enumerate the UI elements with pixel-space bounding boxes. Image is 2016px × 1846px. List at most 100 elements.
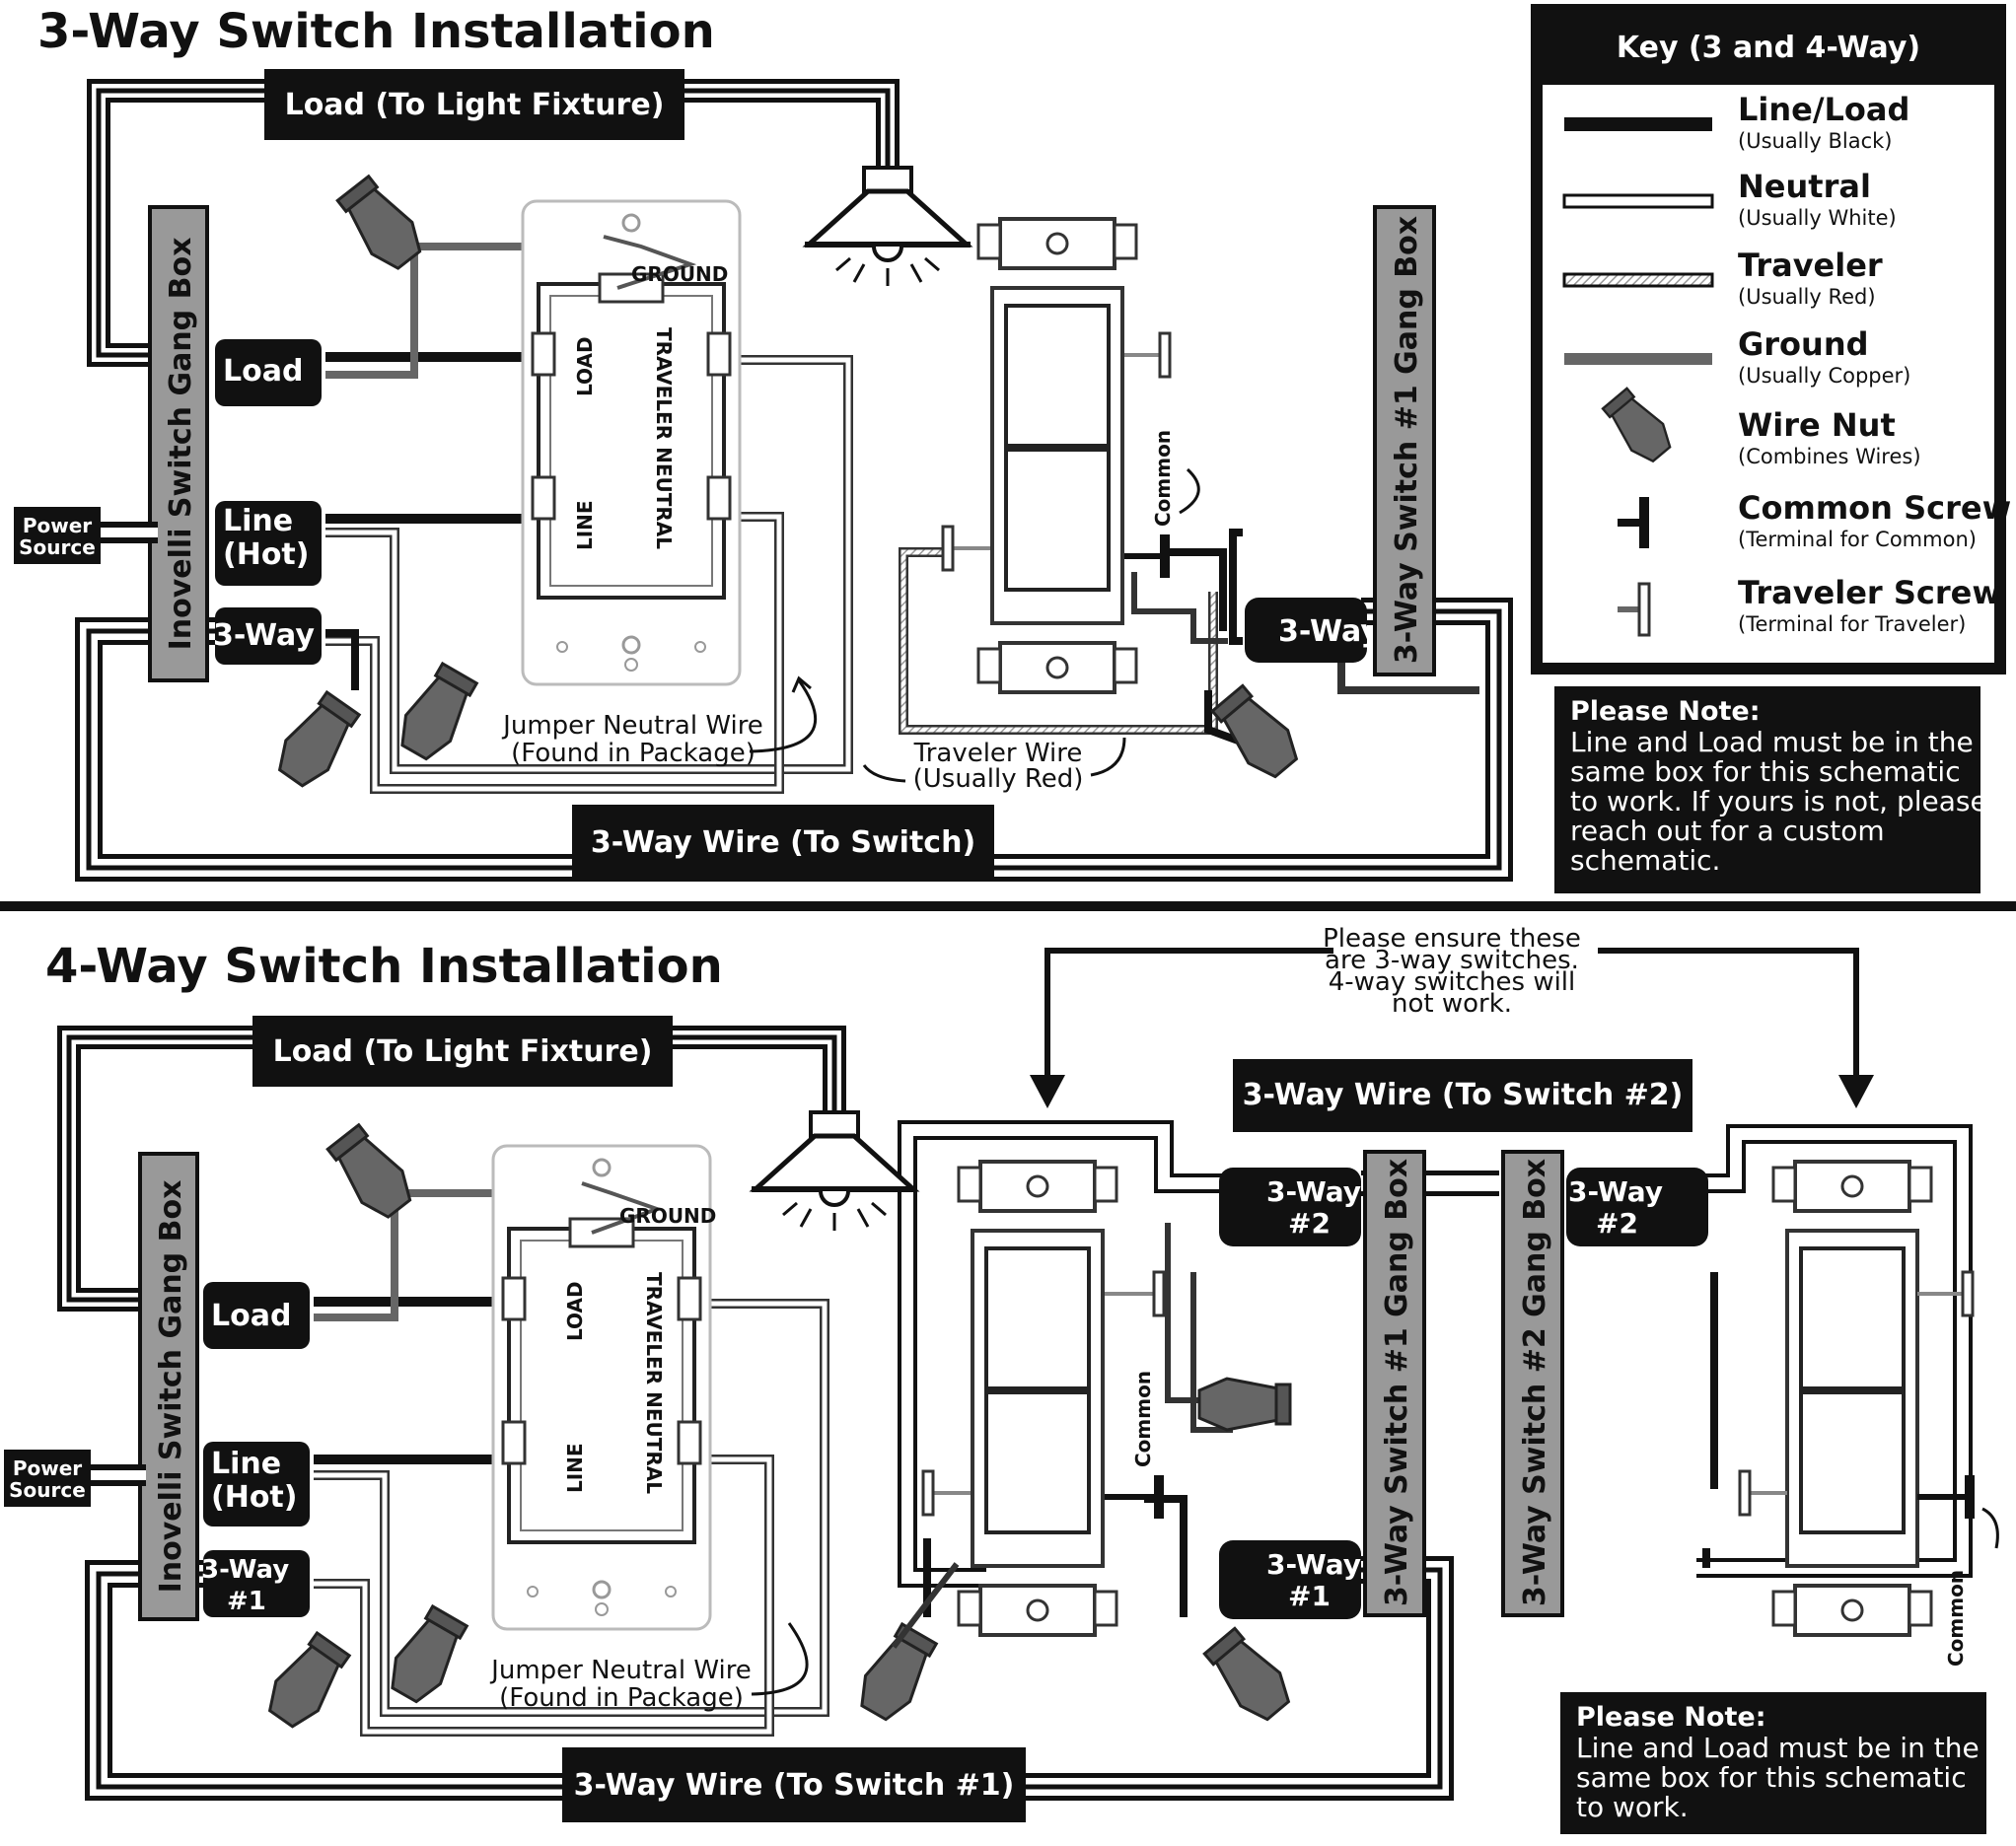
threeway-2-tag-label: 3-Way: [1266, 1175, 1361, 1208]
section-divider: [0, 901, 2016, 911]
threeway-c-tag: [1566, 1168, 1708, 1246]
switch2-gang-box: [1501, 1150, 1564, 1617]
key-item-common-screw-desc: (Terminal for Common): [1738, 528, 1977, 551]
power-source-label: Power: [13, 1456, 82, 1480]
load-wire-bundle: [57, 1026, 846, 1312]
wire-nut-icon: [321, 1119, 421, 1227]
jumper-note: Jumper Neutral Wire: [501, 711, 763, 741]
threeway-2-tag: [1219, 1168, 1361, 1246]
jumper-note-sub: (Found in Package): [499, 1683, 744, 1713]
key-item-line-load: Line/Load: [1738, 91, 1909, 128]
note-top-line: schematic.: [1570, 844, 1720, 877]
line-tag-label: Line: [211, 1447, 281, 1481]
ensure-note: are 3-way switches.: [1325, 946, 1579, 975]
key-item-common-screw: Common Screw: [1738, 489, 2011, 527]
note-bottom: Please Note: Line and Load must be in th…: [1560, 1692, 1986, 1834]
threeway-1-tag: [1219, 1540, 1361, 1619]
key-item-traveler-screw-desc: (Terminal for Traveler): [1738, 612, 1966, 636]
common-label: Common: [1131, 1371, 1155, 1467]
common-screw-icon: [1618, 497, 1649, 548]
common-label: Common: [1151, 430, 1175, 527]
power-source-box: [4, 1450, 91, 1507]
power-source-box: [14, 507, 101, 564]
key-item-traveler: Traveler: [1738, 247, 1883, 284]
wire-nut-icon: [849, 1619, 944, 1728]
key-item-wire-nut: Wire Nut: [1738, 406, 1896, 444]
traveler-screw-icon: [1618, 582, 1651, 637]
load-terminal-label: LOAD: [573, 336, 597, 396]
switch1-wire-banner-label: 3-Way Wire (To Switch #1): [574, 1768, 1015, 1803]
light-fixture-icon: [752, 1112, 917, 1231]
key-item-neutral-desc: (Usually White): [1738, 206, 1897, 230]
remote-switch-2: [1771, 1160, 1933, 1637]
common-screw-icon: [1160, 534, 1170, 578]
threeway-tag-label: 3-Way: [201, 1555, 289, 1585]
note-top-line: to work. If yours is not, please: [1570, 785, 1987, 817]
threeway-tag: [203, 1550, 310, 1617]
remote-gang-box-label: 3-Way Switch #1 Gang Box: [1390, 216, 1424, 664]
switch1-wire-banner: [562, 1747, 1026, 1822]
note-top: Please Note: Line and Load must be in th…: [1554, 686, 1987, 893]
wire-nut-icon: [258, 1627, 356, 1736]
traveler-screw-icon: [941, 525, 955, 572]
note-top-line: reach out for a custom: [1570, 815, 1885, 847]
gang-box-label: Inovelli Switch Gang Box: [154, 1180, 188, 1594]
traveler-swatch: [1562, 272, 1714, 288]
line-tag-label: Line: [223, 504, 293, 538]
threeway-1-tag-label: 3-Way: [1266, 1548, 1361, 1581]
line-tag-sublabel: (Hot): [211, 1480, 297, 1515]
jumper-note: Jumper Neutral Wire: [489, 1656, 752, 1685]
line-terminal-label: LINE: [573, 500, 597, 550]
switch2-wire-banner: [1233, 1059, 1692, 1132]
load-banner: [264, 69, 684, 140]
wire-nut-icon: [390, 659, 484, 767]
threeway-2-tag-sublabel: #2: [1288, 1207, 1331, 1240]
key-legend: Key (3 and 4-Way) Line/Load (Usually Bla…: [1531, 4, 2011, 674]
gang-box-label: Inovelli Switch Gang Box: [164, 238, 198, 651]
threeway-tag-label: 3-Way: [213, 618, 315, 653]
jumper-note-sub: (Found in Package): [511, 739, 756, 768]
internal-wires: [325, 243, 1479, 794]
note-bottom-line: same box for this schematic: [1576, 1761, 1967, 1794]
note-top-line: same box for this schematic: [1570, 755, 1961, 788]
wire-nut-icon: [268, 686, 366, 795]
section-title: 4-Way Switch Installation: [45, 939, 723, 994]
line-terminal-label: LINE: [563, 1443, 587, 1493]
note-bottom-line: Line and Load must be in the: [1576, 1732, 1980, 1764]
load-terminal-label: LOAD: [563, 1281, 587, 1341]
load-banner-label: Load (To Light Fixture): [273, 1034, 653, 1069]
switch2-gang-box-label: 3-Way Switch #2 Gang Box: [1518, 1159, 1552, 1606]
load-banner-label: Load (To Light Fixture): [285, 88, 665, 122]
threeway-tag: [215, 607, 322, 665]
load-tag-label: Load: [223, 354, 303, 389]
load-tag-label: Load: [211, 1299, 291, 1333]
switch2-wire-banner-label: 3-Way Wire (To Switch #2): [1243, 1078, 1684, 1112]
threeway-wire-banner: [572, 805, 994, 880]
page-title: 3-Way Switch Installation: [37, 4, 715, 59]
wire-nut-icon: [380, 1601, 474, 1710]
line-tag-sublabel: (Hot): [223, 537, 309, 572]
wire-nut-icon: [1197, 1377, 1292, 1432]
light-fixture-icon: [805, 168, 971, 286]
key-item-ground-desc: (Usually Copper): [1738, 364, 1910, 388]
traveler-neutral-label: TRAVELER NEUTRAL: [642, 1272, 666, 1494]
key-item-neutral: Neutral: [1738, 168, 1871, 205]
load-tag: [203, 1282, 310, 1349]
key-item-wire-nut-desc: (Combines Wires): [1738, 445, 1921, 468]
power-source-sublabel: Source: [19, 535, 96, 559]
threeway-c-tag-label: 3-Way: [1568, 1175, 1663, 1208]
common-screw-icon: [1965, 1475, 1975, 1519]
threeway-wire-banner-label: 3-Way Wire (To Switch): [591, 825, 975, 860]
traveler-note: Traveler Wire: [913, 739, 1083, 768]
load-banner: [252, 1016, 673, 1087]
arrow-icon: [1030, 948, 1333, 1108]
load-wire-bundle: [87, 79, 900, 367]
arrow-icon: [1598, 948, 1874, 1108]
power-source-label: Power: [23, 514, 92, 537]
switch1-gang-box: [1363, 1150, 1426, 1617]
ground-terminal-label: GROUND: [619, 1204, 716, 1228]
traveler-neutral-label: TRAVELER NEUTRAL: [652, 327, 676, 549]
remote-gang-box: [1373, 205, 1436, 676]
key-item-traveler-desc: (Usually Red): [1738, 285, 1876, 309]
key-item-ground: Ground: [1738, 325, 1869, 363]
